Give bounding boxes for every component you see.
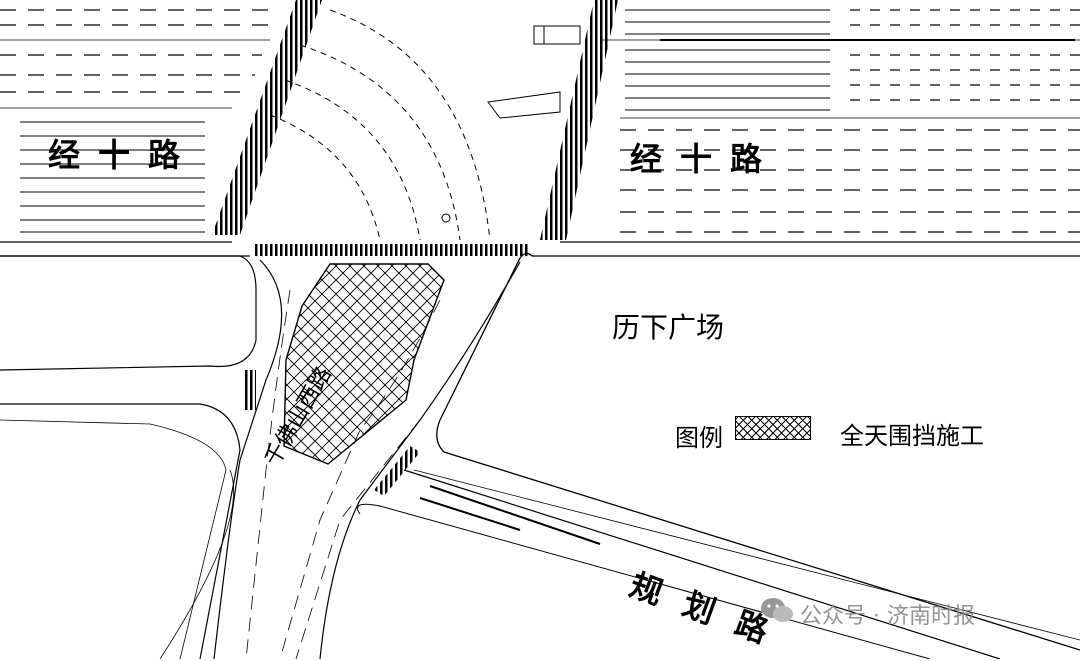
road-label-jingshi-right: 经十路	[630, 140, 781, 178]
legend-hatch-swatch	[735, 416, 811, 440]
watermark: 公众号 · 济南时报	[800, 598, 975, 630]
zebra-crossing-middle	[254, 244, 530, 256]
turning-arcs	[269, 9, 491, 241]
watermark-text: 公众号 · 济南时报	[800, 604, 975, 629]
jingshi-lane-arrows-right	[625, 9, 1075, 111]
jingshi-lanes-left	[0, 9, 270, 93]
zebra-crossing-top-right	[540, 0, 618, 240]
legend-item-label: 全天围挡施工	[840, 422, 984, 450]
plaza-boundary	[413, 252, 1080, 651]
zebra-crossing-lower-left	[244, 370, 256, 410]
wechat-icon	[761, 598, 793, 622]
left-curbs	[0, 255, 257, 659]
plaza-label: 历下广场	[612, 311, 725, 344]
legend-title: 图例	[675, 424, 723, 452]
top-middle-marks	[487, 25, 581, 119]
road-label-jingshi-left: 经十路	[48, 136, 199, 174]
zebra-crossing-top-left	[212, 0, 322, 235]
zebra-crossing-lower-right	[374, 446, 420, 496]
manhole	[441, 213, 451, 223]
planned-road	[357, 469, 1001, 659]
construction-enclosure	[283, 263, 445, 465]
jingshi-lane-arrows-left	[20, 121, 205, 233]
jingshi-lanes-far-right	[850, 9, 1080, 101]
jingshi-lanes-right	[620, 129, 1080, 233]
